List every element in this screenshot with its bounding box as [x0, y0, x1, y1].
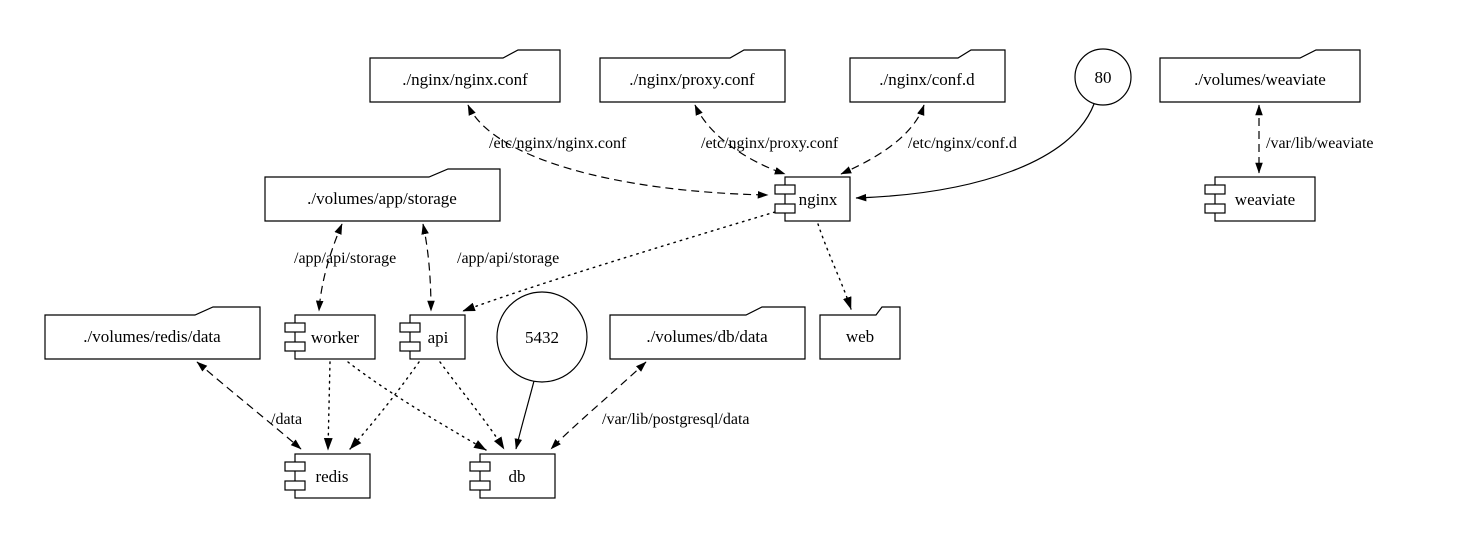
node-component-nginx: nginx [774, 176, 851, 222]
component-tab-icon [399, 322, 421, 333]
port-circle [1074, 48, 1132, 106]
edge-label-proxy-conf-mount: /etc/nginx/proxy.conf [701, 135, 839, 152]
component-tab-icon [469, 480, 491, 491]
edge-labels-layer: /etc/nginx/nginx.conf /etc/nginx/proxy.c… [271, 135, 1374, 428]
edge-worker--redis-depends [323, 361, 333, 451]
edge-label-worker-storage-mount: /app/api/storage [294, 250, 396, 267]
node-folder-proxy-conf: ./nginx/proxy.conf [599, 49, 786, 103]
edge-nginx--nginx-conf-mount [467, 104, 769, 199]
edge-api--app-storage-mount [421, 223, 435, 312]
component-tab-icon [774, 184, 796, 195]
node-folder-web: web [819, 306, 901, 360]
node-folder-volumes-app-storage: ./volumes/app/storage [264, 168, 501, 222]
edges-layer [196, 103, 1263, 451]
node-folder-volumes-redis-data: ./volumes/redis/data [44, 306, 261, 360]
edge-label-conf-d-mount: /etc/nginx/conf.d [908, 135, 1017, 152]
node-port-80: 80 [1074, 48, 1132, 106]
component-body [479, 453, 556, 499]
edge-worker--db-depends [347, 361, 487, 451]
node-label: worker [311, 328, 359, 347]
edge-redis--redis-data-mount [196, 361, 302, 450]
component-body [294, 314, 376, 360]
edge-nginx--proxy-conf-mount [694, 104, 786, 175]
component-body [1214, 176, 1316, 222]
component-tab-icon [774, 203, 796, 214]
nodes-layer: ./nginx/nginx.conf ./nginx/proxy.conf ./… [44, 48, 1361, 499]
component-tab-icon [1204, 184, 1226, 195]
port-circle [496, 291, 588, 383]
component-body [784, 176, 851, 222]
edge-port-5432--db [514, 380, 535, 450]
node-label: redis [315, 467, 348, 486]
node-label: web [846, 327, 874, 346]
component-tab-icon [284, 461, 306, 472]
component-body [409, 314, 466, 360]
edge-label-weaviate-mount: /var/lib/weaviate [1266, 135, 1374, 152]
node-label: ./nginx/proxy.conf [629, 70, 755, 89]
node-label: weaviate [1235, 190, 1295, 209]
edge-label-db-data-mount: /var/lib/postgresql/data [602, 411, 750, 428]
component-tab-icon [399, 341, 421, 352]
edge-port-80--nginx [855, 103, 1095, 202]
node-component-api: api [399, 314, 466, 360]
folder-shape [599, 49, 786, 103]
node-component-redis: redis [284, 453, 371, 499]
folder-shape [609, 306, 806, 360]
node-label: api [428, 328, 449, 347]
node-component-weaviate: weaviate [1204, 176, 1316, 222]
node-component-db: db [469, 453, 556, 499]
component-tab-icon [1204, 203, 1226, 214]
folder-shape [849, 49, 1006, 103]
edge-label-redis-data-mount: /data [271, 411, 302, 428]
node-port-5432: 5432 [496, 291, 588, 383]
node-label: ./volumes/redis/data [83, 327, 221, 346]
node-label: ./nginx/conf.d [879, 70, 975, 89]
edge-worker--app-storage-mount [315, 223, 343, 312]
folder-shape [369, 49, 561, 103]
component-tab-icon [284, 480, 306, 491]
node-label: db [509, 467, 526, 486]
edge-nginx--web-depends [817, 223, 852, 310]
component-tab-icon [469, 461, 491, 472]
node-label: ./nginx/nginx.conf [402, 70, 528, 89]
node-folder-volumes-weaviate: ./volumes/weaviate [1159, 49, 1361, 103]
component-tab-icon [284, 341, 306, 352]
folder-shape [819, 306, 901, 360]
node-label: ./volumes/db/data [646, 327, 768, 346]
folder-shape [1159, 49, 1361, 103]
edge-label-api-storage-mount: /app/api/storage [457, 250, 559, 267]
node-folder-nginx-conf: ./nginx/nginx.conf [369, 49, 561, 103]
component-tab-icon [284, 322, 306, 333]
node-label: 5432 [525, 328, 559, 347]
node-label: nginx [799, 190, 838, 209]
folder-shape [264, 168, 501, 222]
edge-db--db-data-mount [550, 361, 647, 450]
folder-shape [44, 306, 261, 360]
edge-api--redis-depends [349, 361, 420, 450]
edge-nginx--conf-d-mount [840, 104, 925, 175]
node-label: ./volumes/weaviate [1194, 70, 1326, 89]
edge-label-nginx-conf-mount: /etc/nginx/nginx.conf [489, 135, 627, 152]
node-label: 80 [1095, 68, 1112, 87]
component-body [294, 453, 371, 499]
edge-api--db-depends [439, 361, 505, 450]
node-folder-conf-d: ./nginx/conf.d [849, 49, 1006, 103]
node-folder-volumes-db-data: ./volumes/db/data [609, 306, 806, 360]
node-component-worker: worker [284, 314, 376, 360]
node-label: ./volumes/app/storage [307, 189, 457, 208]
